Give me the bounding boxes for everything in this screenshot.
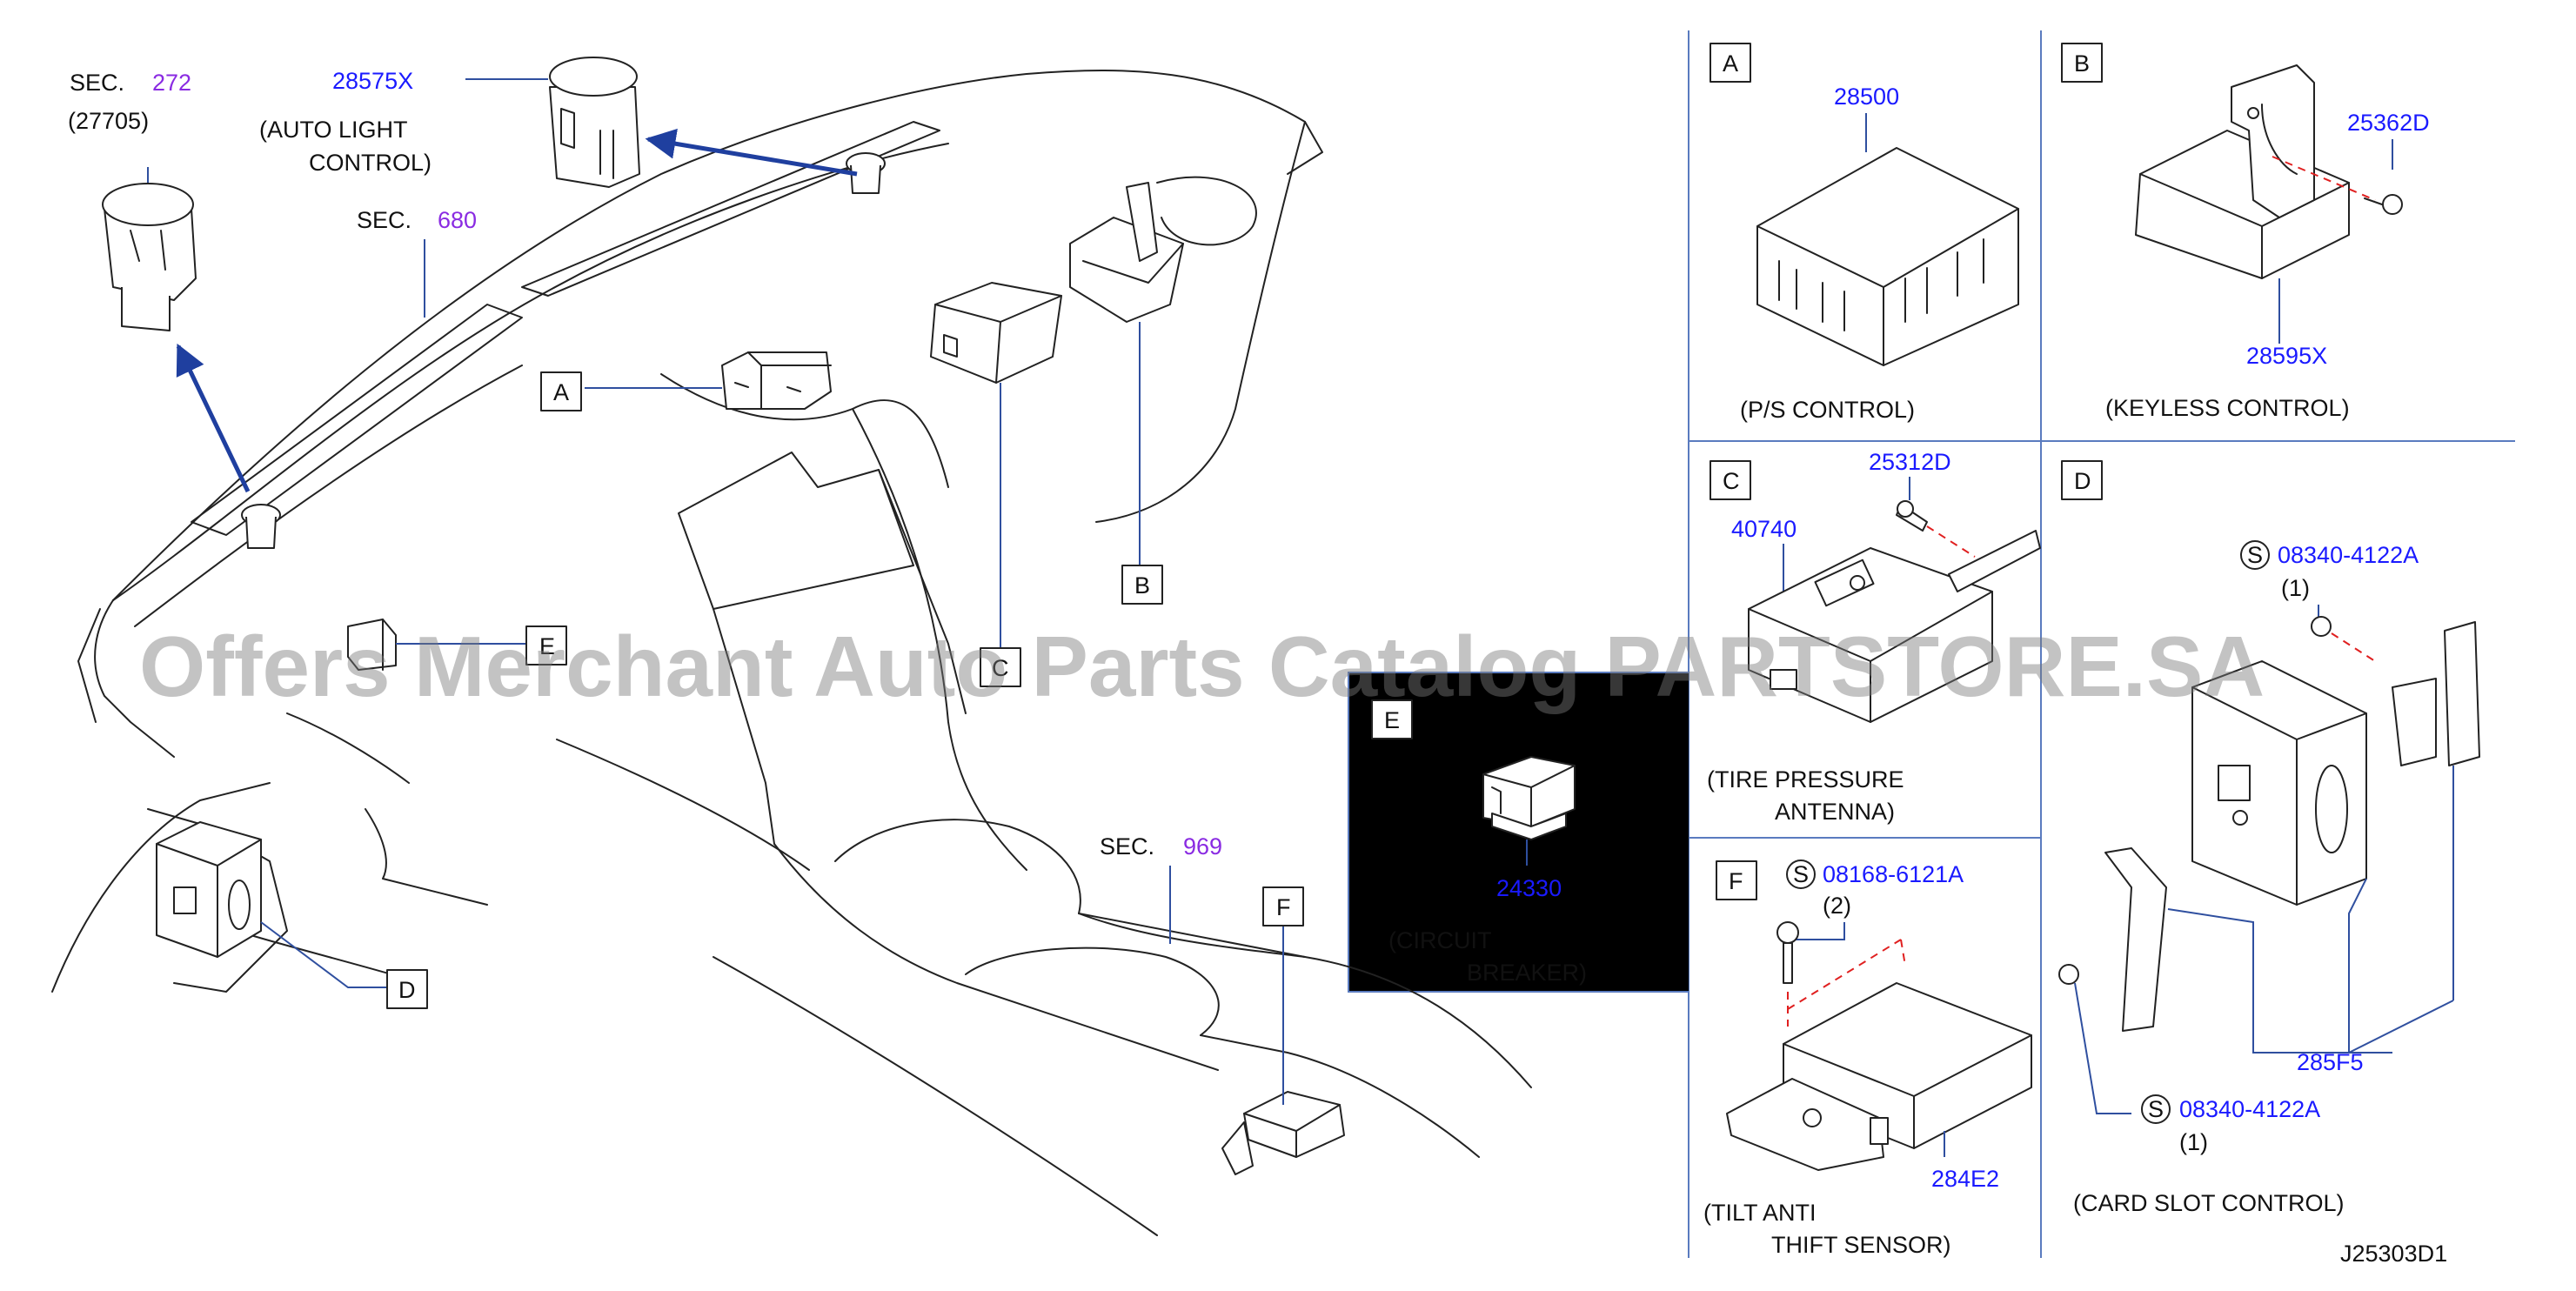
svg-text:E: E [539, 633, 555, 659]
panel-f-part-number[interactable]: 284E2 [1931, 1166, 1999, 1192]
panel-e-part-number[interactable]: 24330 [1496, 875, 1562, 901]
panel-d-bolt2-qty: (1) [2179, 1129, 2208, 1155]
unit-c-small [930, 282, 1062, 384]
dashboard-drawing [51, 69, 1532, 1236]
panel-b-letter: B [2074, 50, 2090, 77]
panel-f-desc-line1: (TILT ANTI [1703, 1200, 1817, 1226]
main-leaders [147, 78, 1284, 1105]
arrow-to-auto-light [645, 128, 858, 177]
panel-e-letter-box [1371, 699, 1413, 739]
panel-b-part-number[interactable]: 28595X [2246, 343, 2327, 369]
panel-a-part-number[interactable]: 28500 [1834, 84, 1899, 110]
sec-272-subpart: (27705) [68, 108, 149, 134]
unit-e-small [347, 619, 397, 671]
sec-272-sensor-small [241, 504, 281, 549]
svg-text:D: D [398, 977, 416, 1003]
screw-25362d-icon [2382, 194, 2403, 215]
sec-680-prefix: SEC. [357, 207, 411, 233]
panel-c-desc-line1: (TIRE PRESSURE [1707, 766, 1904, 793]
bolt-08168-icon [1776, 921, 1799, 944]
callout-a[interactable]: A [540, 371, 582, 411]
unit-d-small [156, 821, 262, 958]
panel-e-desc-line1: (CIRCUIT [1388, 927, 1491, 953]
auto-light-desc-line2: CONTROL) [309, 150, 432, 176]
unit-b-small [1069, 182, 1184, 323]
arrow-to-sec-272 [176, 343, 251, 493]
std-part-marker-icon [1786, 860, 1816, 889]
sec-272-number[interactable]: 272 [152, 70, 191, 96]
svg-text:A: A [553, 379, 569, 405]
callout-f[interactable]: F [1262, 886, 1304, 926]
unit-f-small [1221, 1091, 1345, 1175]
callout-e[interactable]: E [525, 625, 567, 666]
panel-e-letter: E [1384, 707, 1400, 733]
unit-a-small [721, 351, 832, 410]
sec-272-sensor-detail [102, 183, 197, 331]
panel-f: F S 08168-6121A (2) 284E2 (TILT ANTI THI… [1703, 860, 2032, 1258]
panel-d-bolt2-pn[interactable]: 08340-4122A [2179, 1096, 2320, 1122]
svg-text:C: C [992, 655, 1009, 681]
panel-d-bolt1-qty: (1) [2281, 575, 2310, 601]
callout-c[interactable]: C [980, 647, 1021, 687]
panel-c: C 25312D 40740 (TIRE PRESSURE ANTENNA) [1707, 449, 2041, 825]
panel-d-bolt1-pn[interactable]: 08340-4122A [2278, 542, 2419, 568]
panel-d-desc: (CARD SLOT CONTROL) [2073, 1190, 2345, 1216]
panel-d-letter: D [2074, 468, 2091, 494]
auto-light-part-number[interactable]: 28575X [332, 68, 413, 94]
panel-c-part-number[interactable]: 40740 [1731, 516, 1797, 542]
panel-d-std-marker-1: S [2247, 542, 2263, 568]
panel-c-screw-pn[interactable]: 25312D [1869, 449, 1951, 475]
circuit-breaker-relay [1482, 756, 1576, 827]
panel-f-desc-line2: THIFT SENSOR) [1771, 1232, 1951, 1258]
auto-light-sensor-small [846, 152, 886, 194]
std-part-marker-2-icon [2141, 1094, 2171, 1124]
svg-text:F: F [1276, 894, 1291, 920]
panel-d-part-number[interactable]: 285F5 [2297, 1049, 2364, 1075]
auto-light-desc-line1: (AUTO LIGHT [259, 117, 408, 143]
panel-f-std-marker: S [1793, 861, 1809, 887]
panel-c-letter: C [1723, 468, 1740, 494]
panel-f-bolt-pn[interactable]: 08168-6121A [1823, 861, 1964, 887]
panel-b-desc: (KEYLESS CONTROL) [2105, 395, 2350, 421]
ps-control-unit [1756, 147, 2019, 366]
panel-c-desc-line2: ANTENNA) [1775, 799, 1895, 825]
panel-a: A 28500 (P/S CONTROL) [1710, 43, 2019, 423]
std-part-marker-1-icon [2240, 540, 2270, 570]
svg-text:B: B [1134, 572, 1150, 599]
watermark: Offers Merchant Auto Parts Catalog PARTS… [139, 619, 2265, 714]
bolt-08340-upper-icon [2311, 616, 2332, 637]
panel-a-letter: A [1723, 50, 1738, 77]
tire-pressure-antenna-unit [1748, 547, 1993, 723]
sec-969-prefix: SEC. [1100, 833, 1154, 860]
callout-d[interactable]: D [386, 969, 428, 1009]
sec-272-prefix: SEC. [70, 70, 124, 96]
panel-a-desc: (P/S CONTROL) [1740, 397, 1915, 423]
panel-d-std-marker-2: S [2148, 1096, 2164, 1122]
panel-d: D S 08340-4122A (1) 285F5 S 08340-4122A … [2058, 460, 2480, 1216]
sec-680-number[interactable]: 680 [438, 207, 477, 233]
panel-f-letter: F [1729, 868, 1743, 894]
panel-f-bolt-qty: (2) [1823, 893, 1851, 919]
callout-b[interactable]: B [1121, 565, 1163, 605]
panel-e: E 24330 (CIRCUIT BREAKER) [1371, 699, 1587, 986]
bolt-08340-lower-icon [2058, 964, 2079, 985]
panel-e-desc-line2: BREAKER) [1467, 960, 1587, 986]
panel-b: B 25362D 28595X (KEYLESS CONTROL) [2061, 43, 2430, 421]
auto-light-sensor-detail [549, 57, 640, 188]
keyless-control-unit [2135, 130, 2350, 279]
sec-969-number[interactable]: 969 [1183, 833, 1222, 860]
diagram-code: J25303D1 [2340, 1241, 2447, 1267]
panel-b-screw-pn[interactable]: 25362D [2347, 110, 2430, 136]
